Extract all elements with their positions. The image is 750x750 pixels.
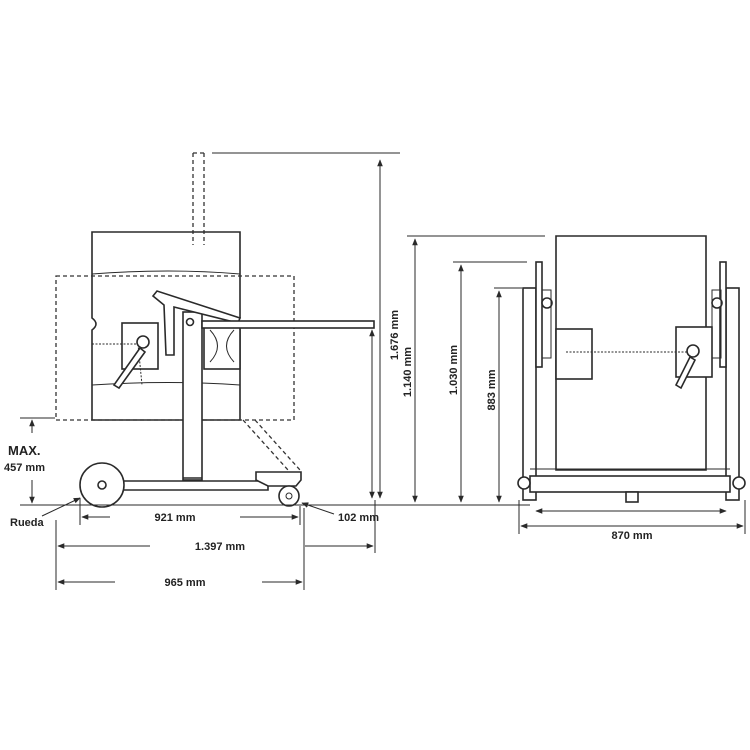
dim-max-label-top: MAX. — [8, 443, 41, 458]
base-frame — [99, 480, 269, 491]
side-view: 1.676 mm MAX. 457 mm Rueda 921 mm 102 mm… — [4, 152, 401, 590]
frame-upright-right — [725, 287, 740, 501]
mast — [182, 311, 203, 481]
front-base — [529, 475, 731, 493]
handle-bar — [201, 320, 375, 329]
dim-width: 870 mm — [612, 530, 653, 542]
ratchet-knob — [136, 335, 150, 349]
dim-height-3: 883 mm — [486, 369, 498, 410]
caster-bracket — [255, 471, 302, 487]
tilt-lever — [151, 290, 242, 356]
dim-height-1: 1.140 mm — [402, 347, 414, 397]
dim-wheelbase: 921 mm — [155, 512, 196, 524]
ratchet-handle — [112, 346, 147, 390]
raised-position-outline — [192, 152, 205, 245]
front-drum-outline — [555, 235, 707, 471]
dim-caster: 102 mm — [338, 512, 379, 524]
dim-height-2: 1.030 mm — [448, 345, 460, 395]
dim-height-total: 1.676 mm — [389, 310, 401, 360]
caster-wheel — [278, 485, 300, 507]
frame-upright-left — [522, 287, 537, 501]
front-clamp-left — [555, 328, 593, 380]
dim-max-label-bottom: 457 mm — [4, 462, 45, 474]
tilted-drum-outline — [55, 275, 295, 421]
wheel-label: Rueda — [10, 517, 45, 529]
dim-length-total: 1.397 mm — [195, 541, 245, 553]
clamp-plate-right — [203, 322, 241, 370]
front-view: 1.140 mm 1.030 mm 883 mm 870 mm — [378, 235, 746, 542]
dim-base-length: 965 mm — [165, 577, 206, 589]
